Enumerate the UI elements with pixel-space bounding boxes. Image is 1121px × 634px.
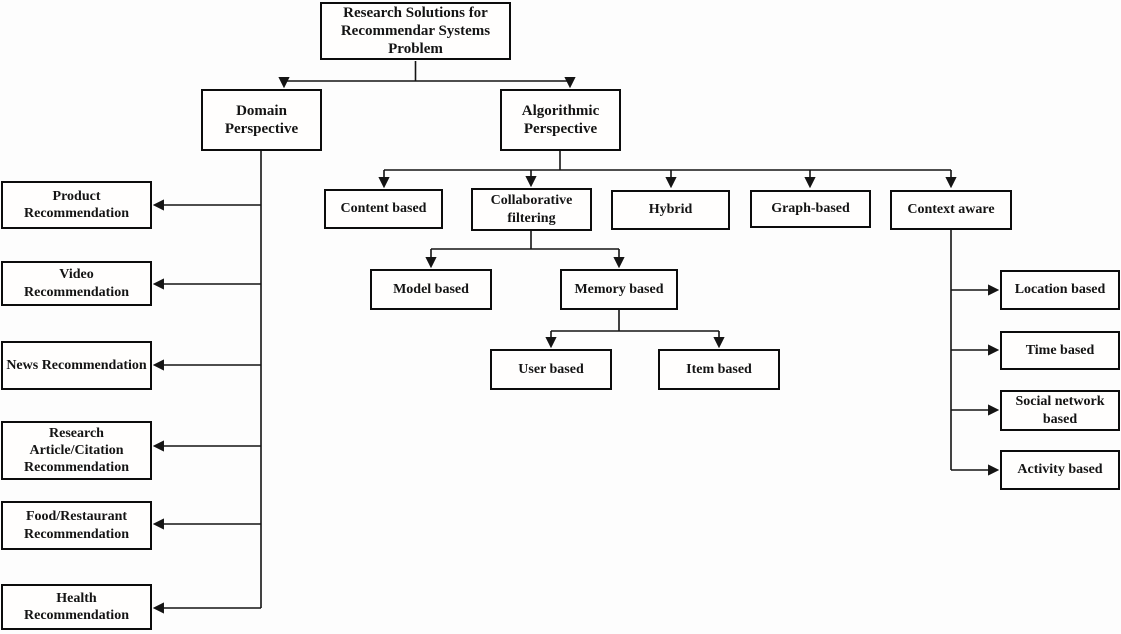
- node-health-recommendation: Health Recommendation: [1, 584, 152, 630]
- node-domain-perspective: Domain Perspective: [201, 89, 322, 151]
- node-video-recommendation: Video Recommendation: [1, 261, 152, 306]
- node-user-based: User based: [490, 349, 612, 390]
- connector-domain-branch: [152, 151, 262, 614]
- node-collaborative-filtering: Collaborative filtering: [471, 188, 592, 231]
- node-activity-based: Activity based: [1000, 450, 1120, 490]
- node-item-based: Item based: [658, 349, 780, 390]
- node-algorithmic-perspective: Algorithmic Perspective: [500, 89, 621, 151]
- connector-collaborative-branch: [425, 231, 625, 269]
- node-research-solutions-root: Research Solutions for Recommendar Syste…: [320, 2, 511, 60]
- node-context-aware: Context aware: [890, 190, 1012, 230]
- node-content-based: Content based: [324, 189, 443, 229]
- node-graph-based: Graph-based: [750, 190, 871, 228]
- connector-algorithmic-branch: [378, 151, 957, 189]
- node-memory-based: Memory based: [560, 269, 678, 310]
- node-research-article-citation-recommendation: Research Article/Citation Recommendation: [1, 421, 152, 480]
- node-social-network-based: Social network based: [1000, 390, 1120, 431]
- connector-context-branch: [950, 230, 1000, 476]
- node-news-recommendation: News Recommendation: [1, 341, 152, 390]
- node-time-based: Time based: [1000, 331, 1120, 370]
- node-hybrid: Hybrid: [611, 190, 730, 230]
- node-model-based: Model based: [370, 269, 492, 310]
- connector-root-split: [278, 61, 576, 89]
- node-product-recommendation: Product Recommendation: [1, 181, 152, 229]
- connector-memory-branch: [545, 310, 725, 349]
- node-location-based: Location based: [1000, 270, 1120, 310]
- node-food-restaurant-recommendation: Food/Restaurant Recommendation: [1, 501, 152, 550]
